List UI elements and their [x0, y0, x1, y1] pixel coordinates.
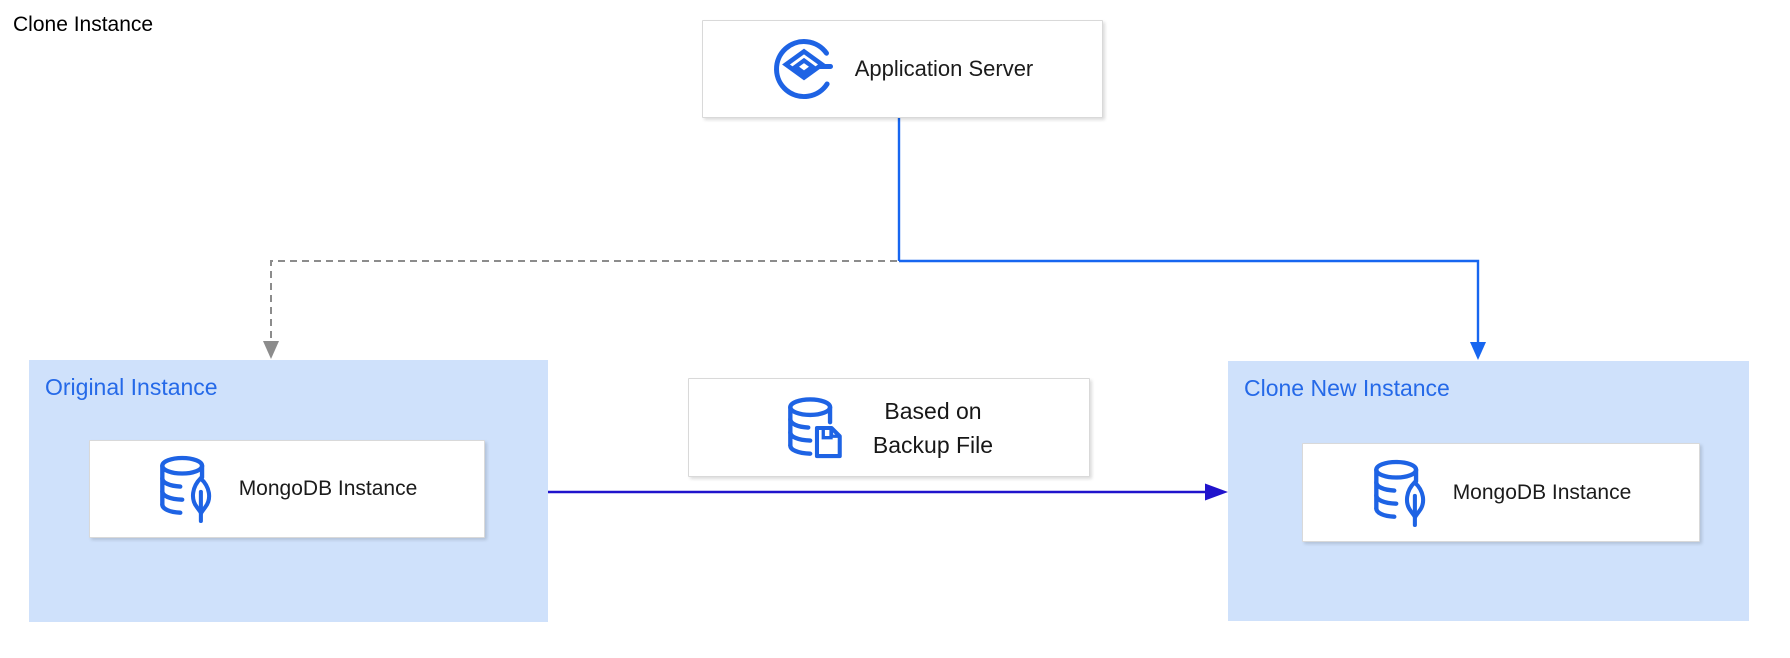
original-instance-label: Original Instance: [45, 374, 218, 400]
app-to-original-arrowhead: [263, 341, 279, 359]
application-server-label: Application Server: [854, 56, 1034, 81]
clone-new-instance-group: Clone New Instance MongoDB Instance: [1228, 361, 1749, 621]
database-backup-icon: [785, 396, 847, 459]
page-title: Clone Instance: [13, 13, 154, 36]
app-to-clone-line: [899, 259, 1480, 343]
clone-mongodb-node: MongoDB Instance: [1302, 443, 1700, 542]
application-server-node: Application Server: [702, 20, 1103, 118]
clone-new-instance-label: Clone New Instance: [1244, 375, 1450, 401]
original-to-clone-arrowhead: [1205, 483, 1228, 501]
backup-file-label: Based on Backup File: [873, 394, 993, 462]
original-instance-group: Original Instance MongoDB Instance: [29, 360, 548, 622]
app-to-clone-arrowhead: [1470, 342, 1486, 360]
mongodb-icon: [1371, 459, 1433, 527]
original-mongodb-node: MongoDB Instance: [89, 440, 485, 538]
backup-label-line1: Based on: [884, 397, 982, 424]
mongodb-icon: [157, 455, 219, 523]
application-server-icon: [772, 37, 836, 101]
original-mongodb-label: MongoDB Instance: [238, 477, 418, 500]
backup-file-node: Based on Backup File: [688, 378, 1090, 477]
app-to-original-dashed-line: [270, 260, 897, 340]
backup-label-line2: Backup File: [872, 431, 994, 458]
clone-mongodb-label: MongoDB Instance: [1452, 480, 1632, 504]
